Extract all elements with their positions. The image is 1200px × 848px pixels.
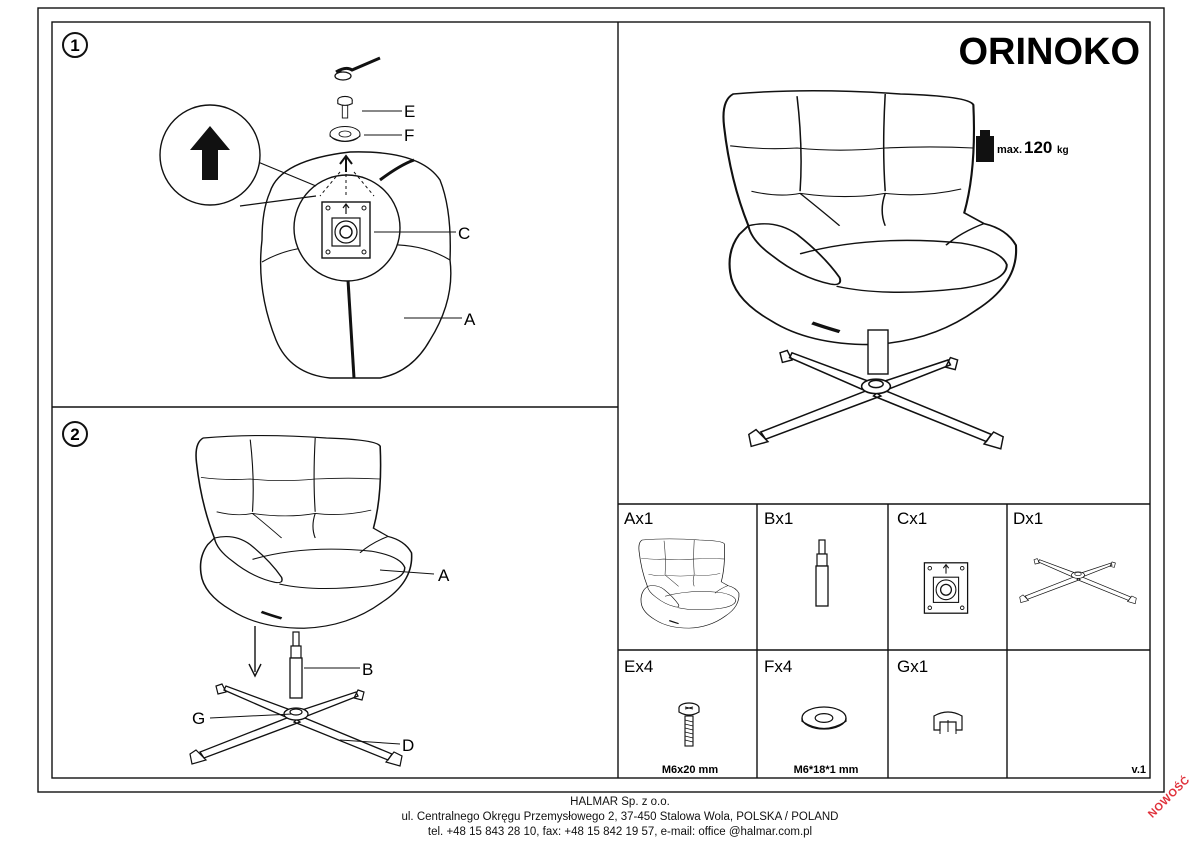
mounting-plate-icon xyxy=(321,201,371,259)
label-g: G xyxy=(192,709,205,728)
chair-illustration xyxy=(723,91,1016,345)
part-a-label: Ax1 xyxy=(624,509,653,528)
chair-icon xyxy=(194,433,414,630)
screw-icon xyxy=(337,95,353,119)
part-e-label: Ex4 xyxy=(624,657,653,676)
footer-address: ul. Centralnego Okręgu Przemysłowego 2, … xyxy=(401,811,839,823)
gas-lift-icon xyxy=(289,631,303,699)
label-a2: A xyxy=(438,566,450,585)
label-d: D xyxy=(402,736,414,755)
mounting-plate-icon xyxy=(923,562,969,614)
step-1-number: 1 xyxy=(70,36,79,55)
label-e: E xyxy=(404,102,415,121)
down-arrow-icon xyxy=(248,626,262,678)
max-load-unit: kg xyxy=(1057,145,1069,156)
label-c: C xyxy=(458,224,470,243)
step-2-number: 2 xyxy=(70,425,79,444)
weight-icon xyxy=(976,130,994,162)
step-1-badge xyxy=(62,32,88,58)
base-cap-icon xyxy=(933,711,963,734)
max-load-value: 120 xyxy=(1024,138,1052,157)
footer-company: HALMAR Sp. z o.o. xyxy=(570,796,670,808)
part-g-label: Gx1 xyxy=(897,657,928,676)
step-2-badge xyxy=(62,421,88,447)
step-1-panel: 1 E F C xyxy=(62,32,476,379)
screw-icon xyxy=(678,702,700,747)
outer-frame xyxy=(37,7,1165,793)
part-e-spec: M6x20 mm xyxy=(662,764,718,776)
part-f-spec: M6*18*1 mm xyxy=(794,764,859,776)
part-b-label: Bx1 xyxy=(764,509,793,528)
product-title: ORINOKO xyxy=(958,31,1140,73)
label-b: B xyxy=(362,660,373,679)
inner-frame xyxy=(51,21,1151,779)
label-a: A xyxy=(464,310,476,329)
washer-icon xyxy=(801,706,847,730)
gas-lift-icon xyxy=(815,539,829,607)
parts-list: Ax1 Bx1 Cx1 Dx1 Ex4 M6x20 mm Fx4 M6*18*1… xyxy=(624,509,1146,776)
up-arrow-icon xyxy=(190,126,230,180)
step-2-panel: 2 A B G D xyxy=(62,421,450,767)
star-base-icon xyxy=(1019,558,1137,605)
version-label: v.1 xyxy=(1132,764,1146,776)
chair-icon xyxy=(638,538,740,629)
footer-contact: tel. +48 15 843 28 10, fax: +48 15 842 1… xyxy=(427,826,813,838)
label-f: F xyxy=(404,126,414,145)
part-d-label: Dx1 xyxy=(1013,509,1043,528)
product-overview-panel: ORINOKO max. 120 kg xyxy=(723,31,1140,450)
part-f-label: Fx4 xyxy=(764,657,792,676)
max-load-prefix: max. xyxy=(997,144,1022,156)
part-c-label: Cx1 xyxy=(897,509,927,528)
washer-icon xyxy=(329,126,361,142)
seat-underside-illustration xyxy=(259,151,452,379)
hex-key-icon xyxy=(334,56,381,81)
